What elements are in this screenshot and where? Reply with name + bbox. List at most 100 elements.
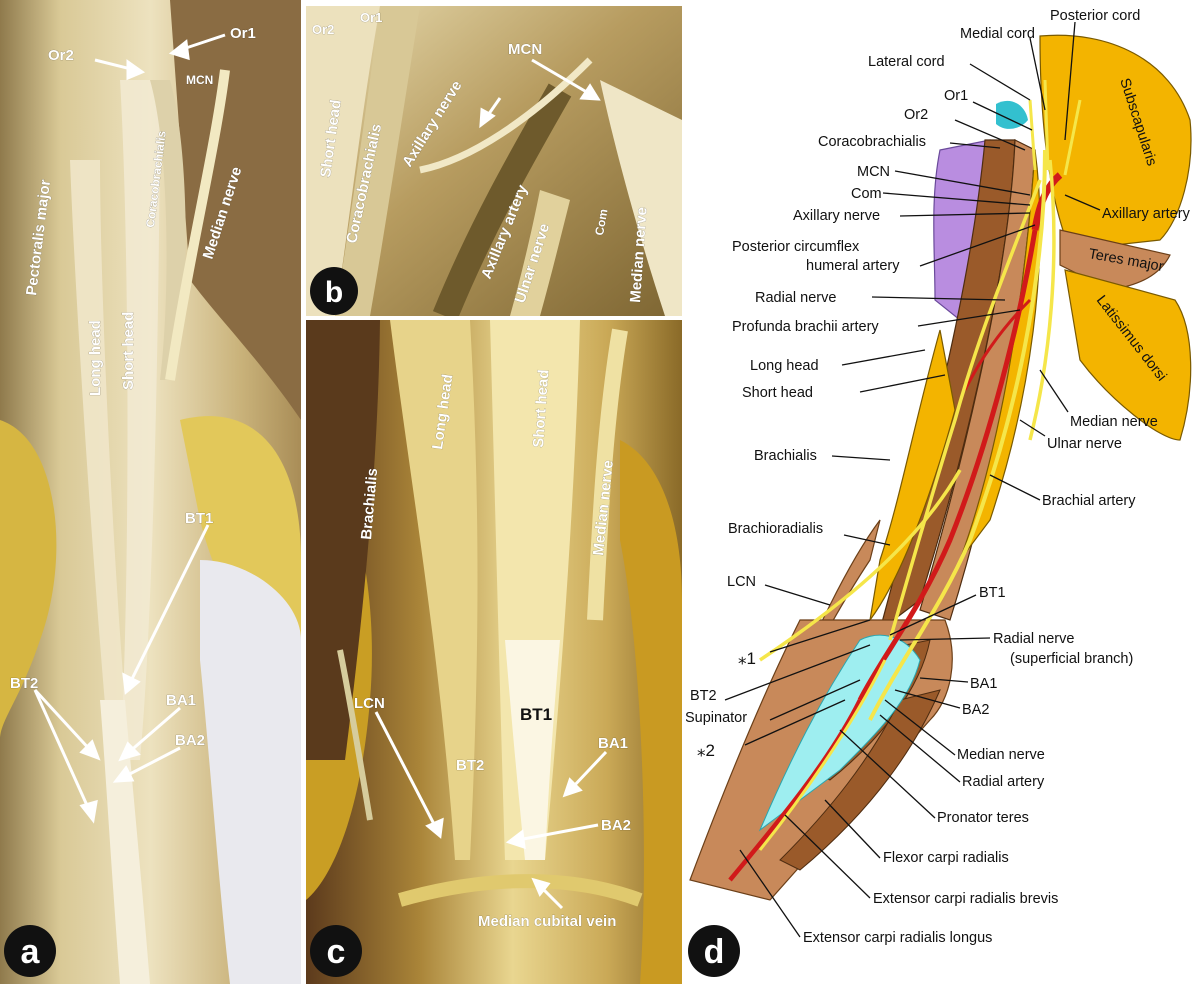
panel-c-letter-badge xyxy=(310,925,362,977)
label-c-bt2: BT2 xyxy=(456,757,484,774)
label-d-ba2: BA2 xyxy=(962,702,989,718)
panel-a-short-head xyxy=(120,80,160,760)
label-d-flexor-carpi-radialis: Flexor carpi radialis xyxy=(883,850,1009,866)
label-c-ba1: BA1 xyxy=(598,735,628,752)
label-d-brachialis: Brachialis xyxy=(754,448,817,464)
label-a-short-head: Short head xyxy=(120,312,137,390)
label-d-ba1: BA1 xyxy=(970,676,997,692)
label-d-posterior-cord: Posterior cord xyxy=(1050,8,1140,24)
superficial-radial-path xyxy=(758,659,887,851)
arrow-a-bt2-b xyxy=(33,689,92,813)
panel-a: Or2 Or1 MCN Pectoralis major Coracobrach… xyxy=(0,0,301,984)
arrow-a-ba2 xyxy=(123,746,181,779)
label-d-asterisk-1: ⁎1 xyxy=(738,649,756,668)
label-d-com: Com xyxy=(851,186,882,202)
label-d-axillary-nerve: Axillary nerve xyxy=(793,208,880,224)
panel-c-letter: c xyxy=(327,933,346,971)
ulnar-nerve-path xyxy=(1028,159,1056,441)
arrow-c-ba2-head xyxy=(505,829,526,850)
panel-b-short-head xyxy=(306,6,380,316)
label-a-ba2: BA2 xyxy=(175,732,205,749)
label-d-ecrl: Extensor carpi radialis longus xyxy=(803,930,992,946)
label-d-asterisk-2: ⁎2 xyxy=(697,741,715,760)
panel-a-long-head xyxy=(70,160,130,760)
arrow-a-bt2-a-head xyxy=(79,739,101,761)
panel-c-lcn xyxy=(337,649,373,821)
arrow-c-mcv-head xyxy=(531,877,551,897)
label-a-bt1: BT1 xyxy=(185,510,213,527)
label-d-radial-nerve-superficial-1: Radial nerve xyxy=(993,631,1074,647)
panel-d-leader-lines xyxy=(724,21,1101,938)
arrow-b-mcn-head xyxy=(579,83,601,101)
panel-b-median-nerve-band xyxy=(600,80,682,316)
label-a-or1: Or1 xyxy=(230,25,256,42)
profunda-brachii-artery xyxy=(963,298,1032,391)
radial-artery xyxy=(728,698,863,882)
label-c-ba2: BA2 xyxy=(601,817,631,834)
arrow-a-ba2-head xyxy=(112,765,135,783)
label-d-radial-nerve-superficial-2: (superficial branch) xyxy=(1010,651,1133,667)
coracoid-cyan xyxy=(996,100,1028,129)
label-a-bt2: BT2 xyxy=(10,675,38,692)
panel-c-long-head xyxy=(390,320,478,860)
label-d-coracobrachialis: Coracobrachialis xyxy=(818,134,926,150)
panel-a-top-right-tissue xyxy=(170,0,301,420)
panel-c-bt1-tendon xyxy=(505,640,560,860)
label-a-ba1: BA1 xyxy=(166,692,196,709)
label-d-pronator-teres: Pronator teres xyxy=(937,810,1029,826)
arrow-c-ba1 xyxy=(570,750,608,790)
arrow-a-ba1-head xyxy=(118,741,141,762)
label-a-long-head: Long head xyxy=(87,320,104,396)
panel-d: Posterior cord Medial cord Lateral cord … xyxy=(685,0,1200,984)
label-b-com: Com xyxy=(592,208,610,237)
panel-a-letter-badge xyxy=(4,925,56,977)
arrow-c-lcn-head xyxy=(425,817,444,839)
label-d-axillary-artery: Axillary artery xyxy=(1102,206,1191,222)
panel-b-letter: b xyxy=(325,276,343,309)
latissimus-dorsi-muscle xyxy=(1064,269,1192,441)
median-nerve-path xyxy=(868,149,1047,721)
gutter-horizontal xyxy=(306,316,682,320)
label-c-median-cubital-vein: Median cubital vein xyxy=(478,913,616,930)
arrow-a-ba1 xyxy=(127,706,181,755)
panel-b-coracobrachialis xyxy=(335,6,420,316)
arrow-a-bt1 xyxy=(128,524,210,684)
label-d-or2: Or2 xyxy=(904,107,928,123)
arrow-b-axillary-nerve-head xyxy=(479,107,496,129)
panel-a-median-nerve xyxy=(165,69,230,381)
label-d-radial-nerve: Radial nerve xyxy=(755,290,836,306)
panel-b-ulnar-nerve-band xyxy=(510,190,570,316)
label-d-short-head: Short head xyxy=(742,385,813,401)
label-b-or1: Or1 xyxy=(360,10,382,25)
label-c-bt1: BT1 xyxy=(520,705,552,724)
arrow-a-bt1-head xyxy=(122,672,141,695)
panel-c-median-cubital-vein xyxy=(398,874,643,907)
panel-c-median-nerve xyxy=(587,328,628,621)
label-d-medial-cord: Medial cord xyxy=(960,26,1035,42)
label-d-median-nerve: Median nerve xyxy=(1070,414,1158,430)
arrow-a-or1-head xyxy=(168,39,190,61)
panel-c-brachialis xyxy=(306,320,380,760)
panel-b-axillary-artery xyxy=(432,83,572,321)
label-d-brachioradialis: Brachioradialis xyxy=(728,521,823,537)
arrow-b-mcn xyxy=(531,58,591,96)
panel-a-letter: a xyxy=(21,933,41,971)
label-d-mcn: MCN xyxy=(857,164,890,180)
gutter-vertical-1 xyxy=(301,0,306,984)
panel-a-cloth xyxy=(200,560,301,984)
label-c-brachialis: Brachialis xyxy=(358,467,381,540)
arrow-c-ba1-head xyxy=(562,777,583,798)
panel-c-fat-right xyxy=(620,440,682,984)
panel-c: Brachialis Long head Short head Median n… xyxy=(306,320,682,984)
panel-b: Or2 Or1 Short head Coracobrachialis Axil… xyxy=(306,6,682,321)
label-b-mcn: MCN xyxy=(508,41,542,58)
label-d-radial-artery: Radial artery xyxy=(962,774,1045,790)
label-d-posterior-circumflex-1: Posterior circumflex xyxy=(732,239,860,255)
arrow-a-bt2-a xyxy=(33,688,94,754)
radial-nerve-path xyxy=(888,179,1042,641)
label-c-short-head: Short head xyxy=(530,369,552,448)
label-d-long-head: Long head xyxy=(750,358,819,374)
label-d-ulnar-nerve: Ulnar nerve xyxy=(1047,436,1122,452)
label-d-brachial-artery: Brachial artery xyxy=(1042,493,1136,509)
